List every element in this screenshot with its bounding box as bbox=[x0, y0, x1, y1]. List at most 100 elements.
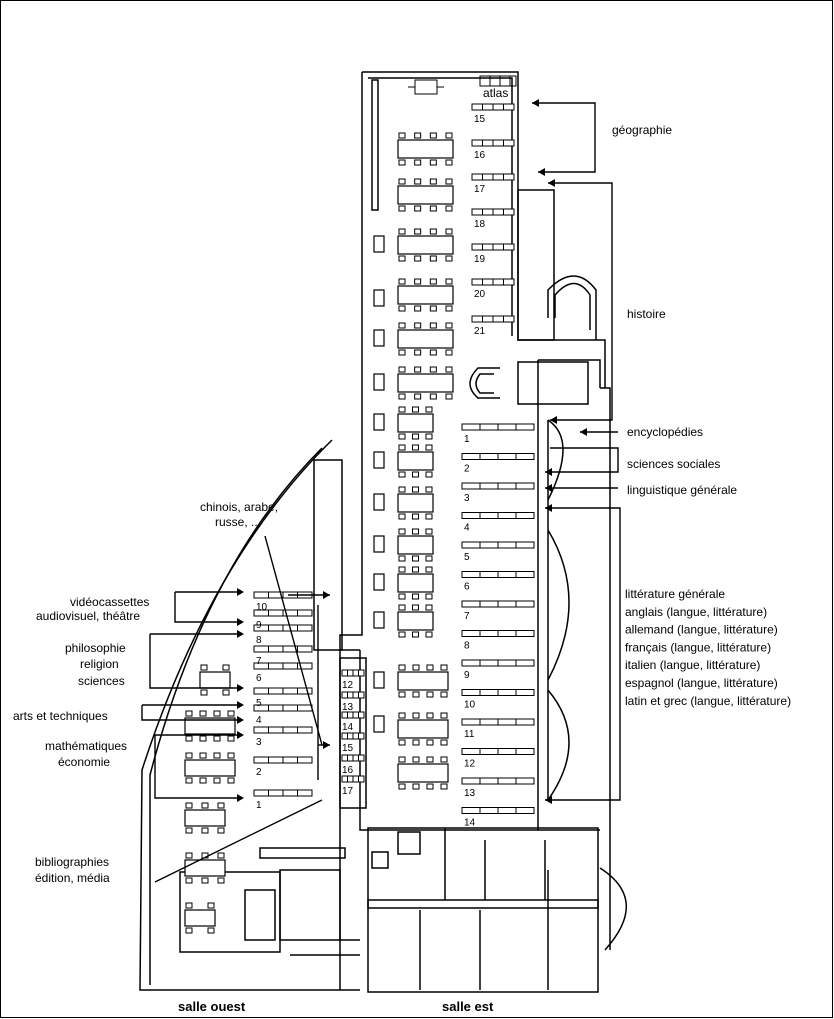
chair bbox=[217, 852, 225, 859]
chair bbox=[398, 228, 406, 235]
chair bbox=[412, 513, 419, 520]
shelf-number: 9 bbox=[464, 670, 470, 681]
chair bbox=[440, 664, 448, 671]
chair bbox=[213, 735, 221, 742]
chair bbox=[429, 366, 437, 373]
shelf-number: 3 bbox=[464, 493, 470, 504]
chair bbox=[185, 877, 193, 884]
chair bbox=[398, 159, 406, 166]
chair bbox=[398, 712, 406, 719]
chair bbox=[429, 228, 437, 235]
shelf-number: 12 bbox=[342, 680, 354, 691]
chair bbox=[185, 710, 193, 717]
chair bbox=[414, 178, 422, 185]
table-top bbox=[397, 329, 454, 349]
east-subject-item: latin et grec (langue, littérature) bbox=[625, 694, 791, 708]
table-top bbox=[397, 719, 449, 739]
shelf: 8 bbox=[461, 630, 535, 652]
chair bbox=[213, 752, 221, 759]
shelf: 16 bbox=[341, 754, 365, 776]
chair bbox=[185, 902, 193, 909]
chair bbox=[412, 593, 419, 600]
chair bbox=[201, 877, 209, 884]
label-geographie: géographie bbox=[612, 123, 672, 137]
arrowhead bbox=[323, 741, 330, 749]
chair bbox=[425, 433, 433, 440]
chair bbox=[414, 366, 422, 373]
table bbox=[397, 132, 454, 166]
atlas-stand bbox=[408, 75, 517, 95]
chair bbox=[440, 783, 448, 790]
chair bbox=[429, 278, 437, 285]
chair bbox=[426, 712, 434, 719]
chair bbox=[426, 664, 434, 671]
shelf-number: 2 bbox=[256, 767, 262, 778]
chair bbox=[199, 710, 207, 717]
chair bbox=[398, 691, 406, 698]
chair bbox=[445, 178, 453, 185]
shelf: 12 bbox=[341, 669, 365, 691]
shelf-number: 6 bbox=[256, 673, 262, 684]
building-walls bbox=[139, 71, 628, 993]
label-mathematiques: mathématiques bbox=[45, 739, 127, 753]
chair bbox=[398, 631, 406, 638]
arrowhead bbox=[237, 684, 244, 692]
table-top bbox=[397, 413, 434, 433]
chair bbox=[425, 486, 433, 493]
arrowhead bbox=[550, 416, 557, 424]
arrowhead bbox=[237, 794, 244, 802]
chair bbox=[398, 513, 406, 520]
chair bbox=[222, 664, 230, 671]
chair bbox=[425, 631, 433, 638]
chair bbox=[185, 777, 193, 784]
table bbox=[184, 902, 216, 934]
shelf: 6 bbox=[253, 662, 313, 684]
label-linguistique: linguistique générale bbox=[627, 483, 737, 497]
chair bbox=[201, 827, 209, 834]
chair bbox=[445, 132, 453, 139]
chair bbox=[199, 777, 207, 784]
shelf-number: 9 bbox=[256, 620, 262, 631]
chair bbox=[412, 756, 420, 763]
label-encyclopedies: encyclopédies bbox=[627, 425, 703, 439]
chair bbox=[445, 205, 453, 212]
shelf-number: 13 bbox=[464, 788, 476, 799]
shelf-number: 4 bbox=[256, 715, 262, 726]
side-table bbox=[373, 451, 385, 469]
shelf-number: 18 bbox=[474, 219, 486, 230]
label-chinois-line2: russe, ... bbox=[215, 515, 261, 529]
chair bbox=[398, 739, 406, 746]
chair bbox=[199, 752, 207, 759]
table bbox=[397, 604, 434, 638]
shelf-number: 13 bbox=[342, 702, 354, 713]
label-philosophie: philosophie bbox=[65, 641, 126, 655]
table bbox=[184, 710, 236, 742]
chair bbox=[429, 255, 437, 262]
shelf-number: 10 bbox=[256, 602, 268, 613]
chair bbox=[440, 756, 448, 763]
chair bbox=[398, 406, 406, 413]
table bbox=[397, 228, 454, 262]
chair bbox=[445, 349, 453, 356]
chair bbox=[398, 366, 406, 373]
chair bbox=[412, 406, 419, 413]
label-religion: religion bbox=[80, 657, 119, 671]
chair bbox=[445, 393, 453, 400]
shelf: 2 bbox=[253, 756, 313, 778]
chair bbox=[412, 783, 420, 790]
chair bbox=[425, 604, 433, 611]
table bbox=[397, 566, 434, 600]
shelf: 10 bbox=[461, 689, 535, 711]
shelf: 4 bbox=[253, 704, 313, 726]
chair bbox=[412, 631, 419, 638]
chair bbox=[425, 471, 433, 478]
side-table bbox=[373, 329, 385, 347]
table-top bbox=[397, 373, 454, 393]
table-top bbox=[184, 909, 216, 927]
chair bbox=[429, 393, 437, 400]
shelf-number: 17 bbox=[342, 786, 354, 797]
shelf: 9 bbox=[253, 609, 313, 631]
chair bbox=[222, 689, 230, 696]
shelf: 8 bbox=[253, 624, 313, 646]
labels: atlas géographie histoire encyclopédies … bbox=[13, 86, 737, 1014]
